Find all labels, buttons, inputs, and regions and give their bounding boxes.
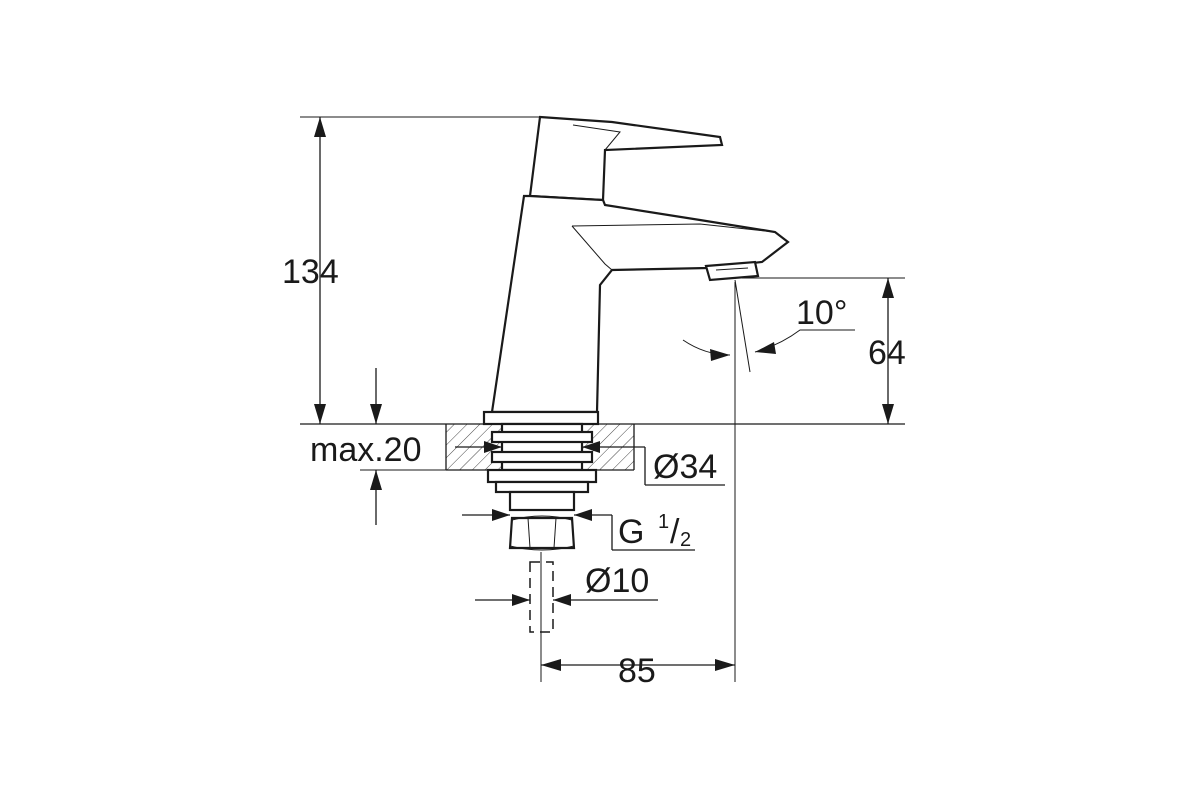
diameter-pipe-label: Ø10 — [585, 562, 649, 600]
thread-denominator-label: 2 — [680, 529, 691, 551]
dimension-diameter-base: Ø34 — [455, 441, 725, 486]
thread-numerator-label: 1 — [658, 511, 669, 533]
dimension-diameter-pipe: Ø10 — [475, 562, 658, 606]
dimension-spout-height: 64 — [742, 277, 906, 424]
max-thickness-label: max.20 — [310, 431, 422, 469]
faucet-body — [482, 115, 790, 426]
thread-separator-label: / — [670, 513, 680, 551]
height-total-label: 134 — [282, 253, 339, 291]
dimension-max-thickness: max.20 — [310, 368, 446, 525]
spout-height-label: 64 — [868, 334, 906, 372]
mounting-assembly — [486, 422, 598, 551]
projection-label: 85 — [618, 652, 656, 690]
thread-prefix-label: G — [618, 513, 644, 551]
diameter-base-label: Ø34 — [653, 448, 717, 486]
dimension-angle: 10° — [682, 279, 855, 373]
dimension-projection: 85 — [541, 282, 736, 690]
angle-label: 10° — [796, 294, 847, 332]
dimension-thread: G 1 / 2 — [462, 509, 695, 551]
dimension-height-total: 134 — [282, 116, 540, 424]
